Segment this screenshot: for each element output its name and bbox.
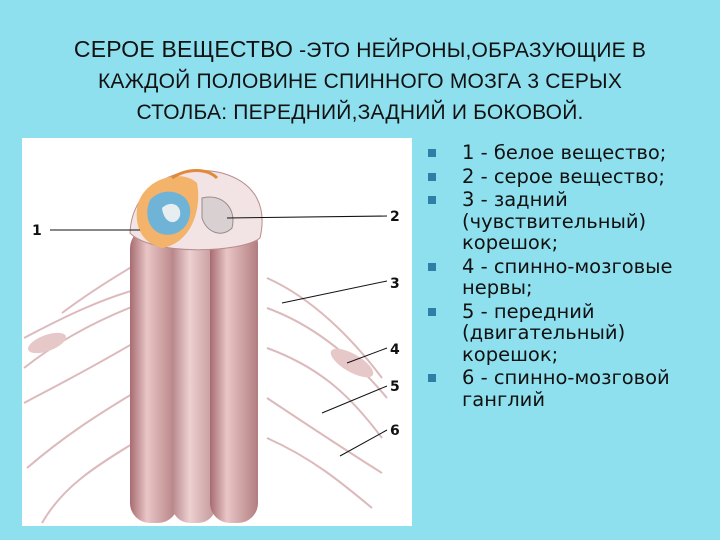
title-line-2: КАЖДОЙ ПОЛОВИНЕ СПИННОГО МОЗГА 3 СЕРЫХ (20, 66, 700, 97)
slide-title: СЕРОЕ ВЕЩЕСТВО -ЭТО НЕЙРОНЫ,ОБРАЗУЮЩИЕ В… (20, 34, 700, 128)
legend-list: 1 - белое вещество; 2 - серое вещество; … (428, 142, 708, 412)
bullet-icon (428, 196, 436, 204)
cord-column-left (130, 228, 178, 523)
legend-item: 3 - задний (чувствительный) корешок; (428, 189, 708, 254)
title-lead: СЕРОЕ ВЕЩЕСТВО (74, 36, 293, 62)
cord-column-right (210, 223, 258, 523)
spinal-cord-illustration: 1 2 3 4 5 6 (22, 138, 412, 526)
bullet-icon (428, 308, 436, 316)
bullet-icon (428, 173, 436, 181)
figure-label-1: 1 (32, 223, 42, 239)
title-line-1: СЕРОЕ ВЕЩЕСТВО -ЭТО НЕЙРОНЫ,ОБРАЗУЮЩИЕ В (20, 34, 700, 66)
legend-item-text: 6 - спинно-мозговой ганглий (462, 366, 670, 411)
figure-label-3: 3 (390, 276, 400, 292)
title-line-1-rest: -ЭТО НЕЙРОНЫ,ОБРАЗУЮЩИЕ В (293, 39, 646, 62)
figure-label-6: 6 (390, 423, 400, 439)
legend-item-text: 5 - передний (двигательный) корешок; (462, 300, 625, 366)
figure-label-2: 2 (390, 209, 400, 225)
legend-item-text: 1 - белое вещество; (462, 141, 666, 164)
bullet-icon (428, 263, 436, 271)
bullet-icon (428, 374, 436, 382)
legend-item: 6 - спинно-мозговой ганглий (428, 367, 708, 410)
legend-item: 5 - передний (двигательный) корешок; (428, 301, 708, 366)
legend-item-text: 2 - серое вещество; (462, 165, 665, 188)
spinal-cord-drawing: 1 2 3 4 5 6 (22, 138, 412, 526)
bullet-icon (428, 149, 436, 157)
legend-item-text: 4 - спинно-мозговые нервы; (462, 255, 673, 300)
figure-label-4: 4 (390, 342, 400, 358)
legend-item-text: 3 - задний (чувствительный) корешок; (462, 188, 646, 254)
legend-item: 1 - белое вещество; (428, 142, 708, 164)
left-nerve-fibers (24, 258, 147, 523)
cord-column-middle (172, 233, 216, 523)
figure-label-5: 5 (390, 379, 400, 395)
legend-item: 4 - спинно-мозговые нервы; (428, 256, 708, 299)
title-line-3: СТОЛБА: ПЕРЕДНИЙ,ЗАДНИЙ И БОКОВОЙ. (20, 97, 700, 128)
legend-item: 2 - серое вещество; (428, 166, 708, 188)
